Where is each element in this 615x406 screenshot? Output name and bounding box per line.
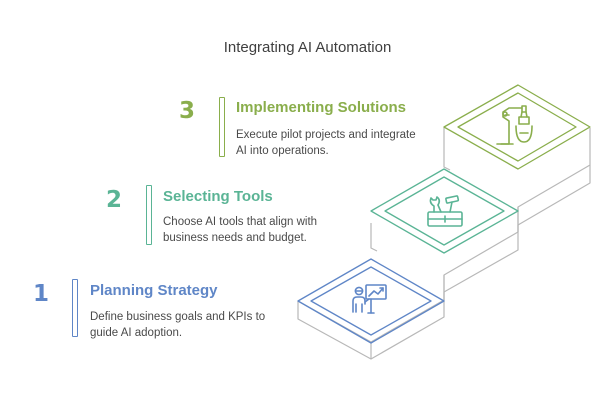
step-3-description: Execute pilot projects and integrate AI …: [236, 127, 416, 159]
step-3-heading: Implementing Solutions: [236, 99, 407, 116]
step-3-number: 3: [179, 98, 196, 124]
stair-step-2: [370, 168, 519, 254]
step-2-number: 2: [106, 187, 123, 213]
step-1-description-line-2: guide AI adoption.: [90, 327, 183, 339]
robot-arm-icon: [496, 105, 533, 145]
presentation-chart-icon: [352, 284, 387, 314]
step-1-bar: [72, 279, 78, 337]
step-1-number: 1: [33, 281, 50, 307]
step-2-heading: Selecting Tools: [163, 188, 273, 205]
toolbox-icon: [427, 195, 463, 227]
step-3-description-line-1: Execute pilot projects and integrate: [236, 129, 416, 141]
step-1-heading: Planning Strategy: [90, 282, 218, 299]
staircase-outline: [297, 127, 591, 360]
step-2-description-line-2: business needs and budget.: [163, 232, 307, 244]
stair-step-3: [443, 84, 591, 170]
stair-step-1: [297, 258, 445, 344]
step-1-description-line-1: Define business goals and KPIs to: [90, 311, 266, 323]
step-2-description-line-1: Choose AI tools that align with: [163, 216, 318, 228]
step-3-bar: [219, 97, 225, 157]
step-2-bar: [146, 185, 152, 245]
step-1-description: Define business goals and KPIs to guide …: [90, 309, 265, 341]
step-2-description: Choose AI tools that align with business…: [163, 214, 317, 246]
step-3-description-line-2: AI into operations.: [236, 145, 329, 157]
diagram-title: Integrating AI Automation: [223, 39, 392, 56]
